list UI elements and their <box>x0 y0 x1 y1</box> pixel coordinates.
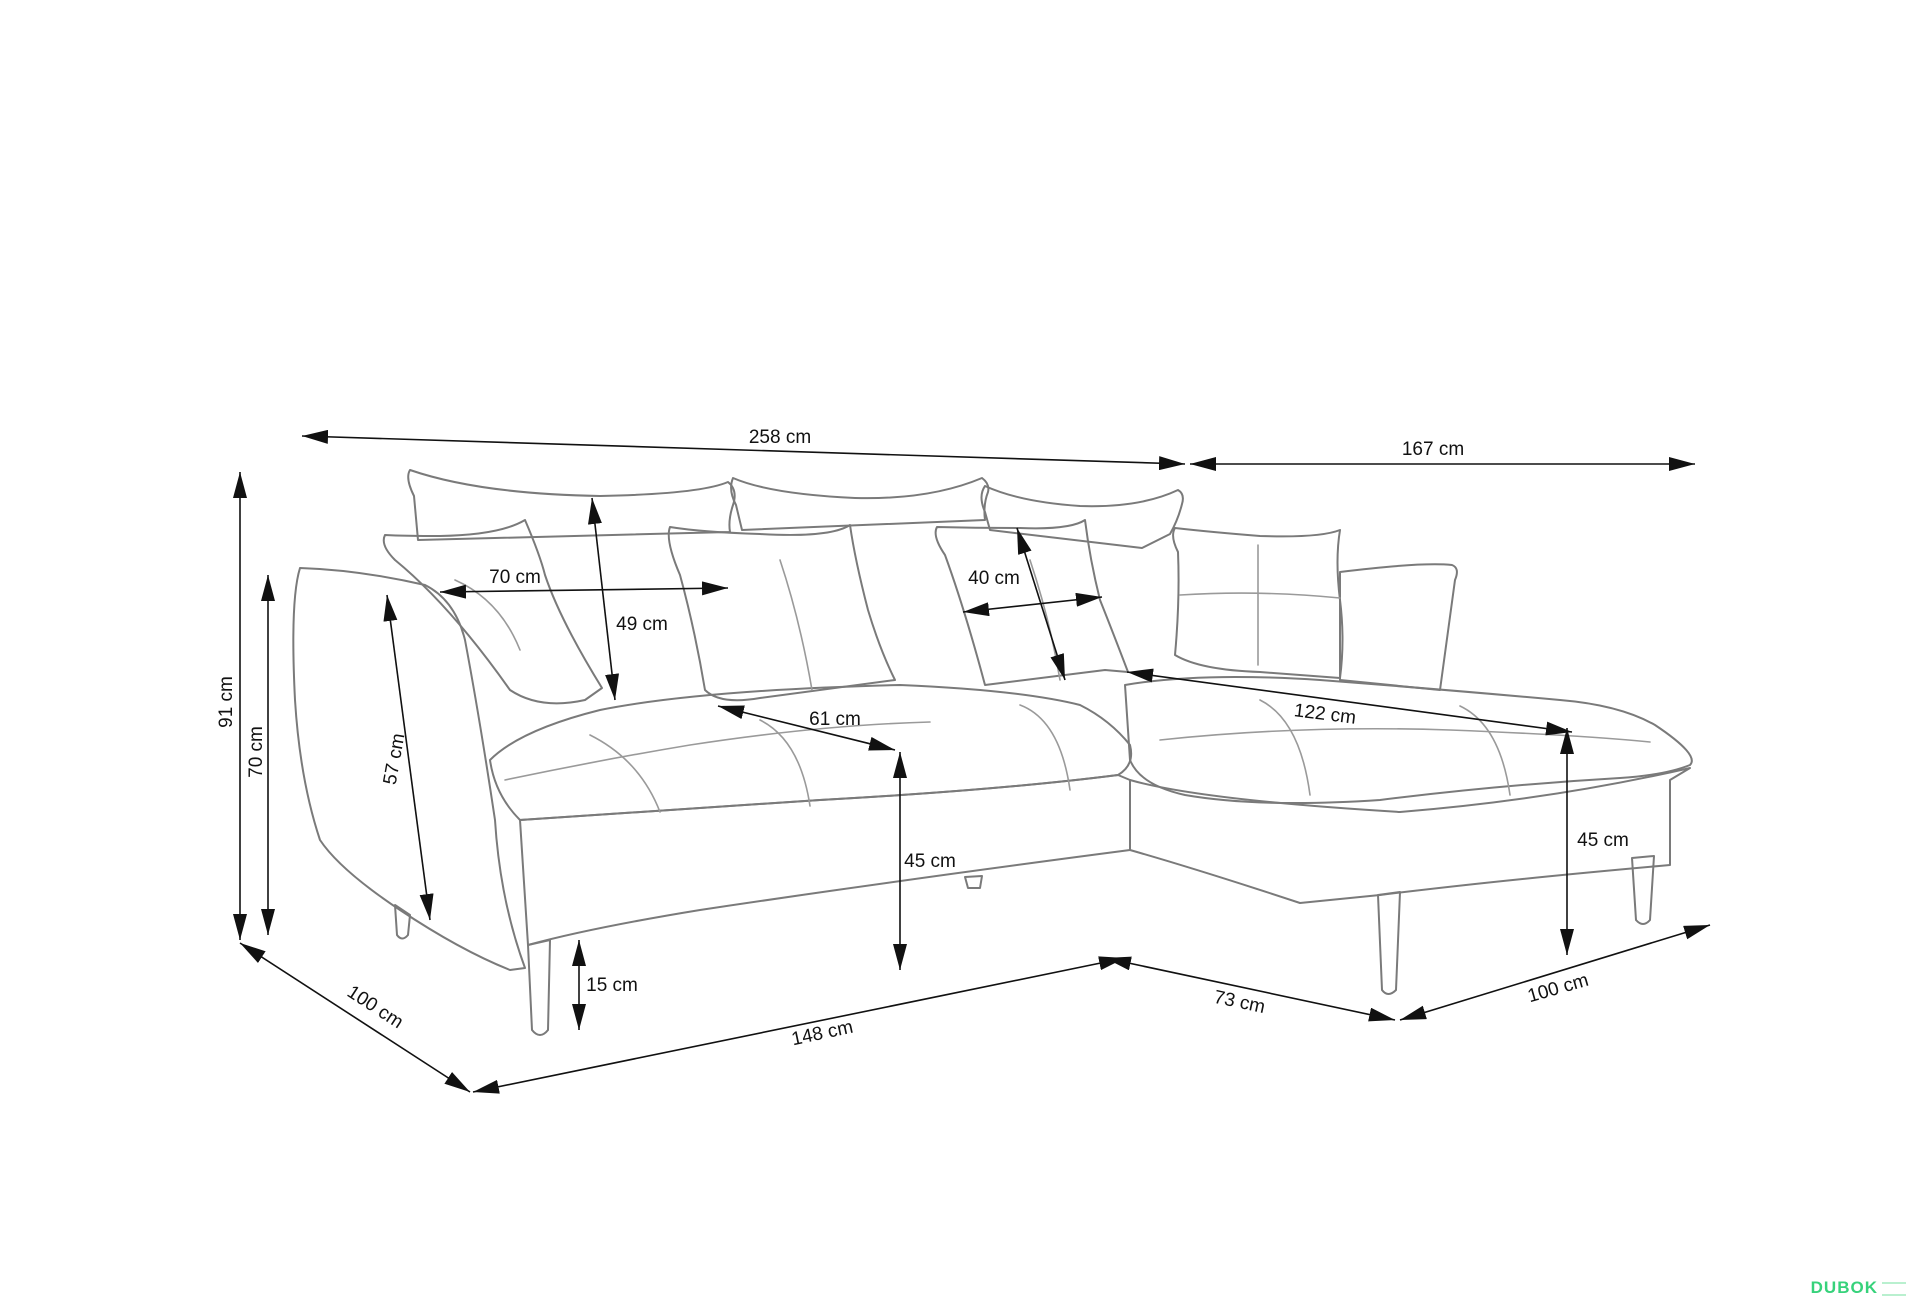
dim-line-49 <box>587 497 620 701</box>
dim-line-61 <box>717 705 896 751</box>
dim-line-100-right <box>1399 924 1711 1021</box>
dim-line-40-width <box>962 592 1103 617</box>
watermark-text: DUBOK <box>1810 1278 1878 1297</box>
leg-2 <box>527 939 551 1036</box>
label-armrest-height: 70 cm <box>246 726 267 778</box>
dim-line-70-width <box>439 581 729 599</box>
label-cushion-height: 49 cm <box>616 614 668 635</box>
dim-line-57 <box>383 594 434 921</box>
dim-line-73 <box>1104 956 1396 1022</box>
sofa-outline <box>292 469 1693 1036</box>
dim-line-40-height <box>1016 527 1066 681</box>
dim-line-122 <box>1126 668 1573 736</box>
label-chaise-width: 167 cm <box>1402 439 1464 460</box>
dim-line-100-left <box>239 942 471 1093</box>
label-total-width: 258 cm <box>749 427 811 448</box>
dimension-labels: 258 cm 167 cm 91 cm 70 cm 57 cm 70 cm 49… <box>216 427 1629 1050</box>
label-front-length: 148 cm <box>790 1017 855 1050</box>
chaise-front <box>1129 767 1691 904</box>
label-small-cushion-width: 40 cm <box>968 568 1020 589</box>
label-side-backrest-height: 57 cm <box>380 732 410 787</box>
left-armrest <box>292 567 526 971</box>
leg-4 <box>1377 891 1401 995</box>
label-seat-height: 45 cm <box>904 851 956 872</box>
back-cushion-middle <box>730 477 990 531</box>
throw-pillow-2 <box>667 524 896 702</box>
seat-front <box>519 774 1131 946</box>
label-depth-left: 100 cm <box>343 982 407 1034</box>
label-chaise-length: 122 cm <box>1293 700 1357 728</box>
watermark-logo: DUBOK <box>1811 1278 1906 1298</box>
watermark-decoration <box>1882 1281 1906 1296</box>
label-total-height: 91 cm <box>216 676 237 728</box>
back-cushion-left <box>407 469 736 541</box>
label-seat-depth: 61 cm <box>809 709 861 730</box>
throw-pillow-3 <box>934 519 1129 686</box>
label-cushion-width: 70 cm <box>489 567 541 588</box>
back-cushion-right <box>980 485 1184 549</box>
leg-3 <box>964 875 983 889</box>
label-depth-right: 100 cm <box>1525 970 1591 1007</box>
dim-line-258 <box>301 429 1186 471</box>
dimension-lines <box>233 429 1711 1094</box>
dim-line-148 <box>472 956 1126 1094</box>
chaise-back-cushion <box>1339 563 1458 691</box>
leg-1 <box>394 904 411 940</box>
label-leg-height: 15 cm <box>586 975 638 996</box>
label-chaise-seat-height: 45 cm <box>1577 830 1629 851</box>
leg-5 <box>1631 855 1655 925</box>
throw-pillow-4 <box>1172 527 1344 679</box>
throw-pillow-1 <box>382 519 603 705</box>
